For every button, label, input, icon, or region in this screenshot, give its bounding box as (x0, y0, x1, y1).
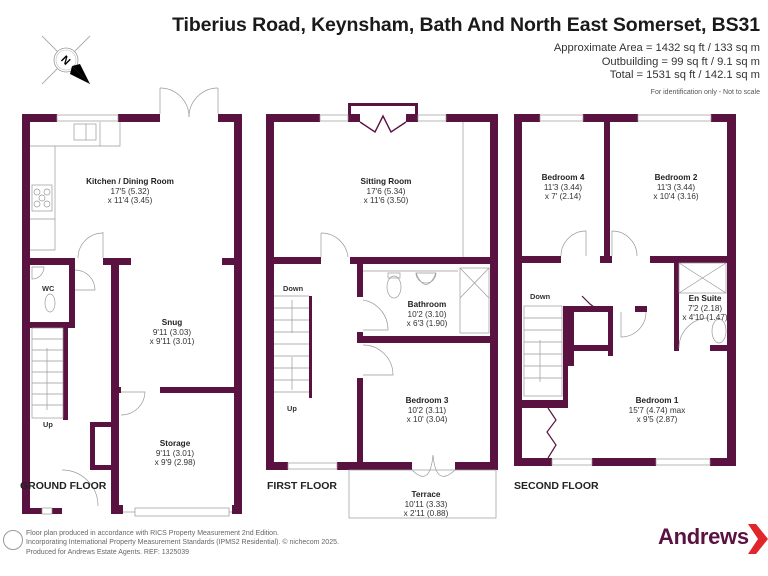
room-name: Terrace (411, 490, 441, 499)
room-kitchen-dining: Kitchen / Dining Room 17'5 (5.32) x 11'4… (86, 177, 174, 206)
room-dimension-1: 10'11 (3.33) (404, 499, 448, 509)
room-bedroom-4: Bedroom 4 11'3 (3.44) x 7' (2.14) (542, 173, 585, 202)
room-wc-label: WC (42, 284, 55, 293)
room-dimension-2: x 10'4 (3.16) (653, 192, 699, 202)
room-dimension-2: x 11'4 (3.45) (107, 196, 153, 206)
room-dimension-1: 10'2 (3.11) (407, 405, 447, 415)
room-dimension-2: x 6'3 (1.90) (406, 319, 448, 329)
outbuilding-area: Outbuilding = 99 sq ft / 9.1 sq m (601, 55, 760, 68)
footer-line-2: Incorporating International Property Mea… (26, 539, 339, 547)
logo-arrow-icon (748, 524, 768, 554)
room-name: Bedroom 4 (541, 173, 585, 182)
ground-floor-label: GROUND FLOOR (20, 480, 107, 492)
total-area: Total = 1531 sq ft / 142.1 sq m (609, 69, 760, 81)
footer-line-1: Floor plan produced in accordance with R… (26, 530, 279, 537)
room-name: Snug (161, 318, 183, 327)
room-dimension-2: x 11'6 (3.50) (363, 196, 409, 206)
room-dimension-1: 7'2 (2.18) (687, 303, 723, 313)
room-snug: Snug 9'11 (3.03) x 9'11 (3.01) (150, 318, 195, 347)
room-name: Bedroom 1 (635, 396, 679, 405)
second-floor-plan (514, 114, 736, 466)
stairs-up-label: Up (287, 404, 297, 413)
room-dimension-1: 11'3 (3.44) (543, 182, 583, 192)
stairs-up-label: Up (43, 420, 53, 429)
andrews-logo: Andrews (658, 524, 749, 550)
room-dimension-2: x 9'11 (3.01) (149, 337, 195, 347)
room-dimension-2: x 7' (2.14) (544, 192, 582, 202)
footer-line-3: Produced for Andrews Estate Agents. REF:… (26, 548, 190, 556)
second-floor-fixtures (523, 114, 727, 466)
room-dimension-1: 10'2 (3.10) (407, 309, 447, 319)
logo-text: Andrews (658, 524, 749, 549)
property-title: Tiberius Road, Keynsham, Bath And North … (172, 14, 760, 36)
room-bathroom: Bathroom 10'2 (3.10) x 6'3 (1.90) (407, 300, 448, 329)
room-storage: Storage 9'11 (3.01) x 9'9 (2.98) (155, 439, 196, 468)
room-dimension-1: 9'11 (3.03) (152, 327, 192, 337)
room-dimension-1: 9'11 (3.01) (155, 448, 195, 458)
disclaimer: For identification only - Not to scale (650, 89, 760, 96)
room-dimension-1: 17'6 (5.34) (366, 186, 406, 196)
room-dimension-2: x 9'9 (2.98) (154, 458, 196, 468)
ground-floor-fixtures (30, 87, 232, 517)
room-name: Bedroom 2 (654, 173, 698, 182)
room-terrace: Terrace 10'11 (3.33) x 2'11 (0.88) (404, 490, 449, 519)
room-dimension-2: x 2'11 (0.88) (403, 509, 449, 519)
room-name: Bathroom (407, 300, 447, 309)
room-dimension-2: x 10' (3.04) (406, 415, 448, 425)
footer-notes: Floor plan produced in accordance with R… (26, 529, 339, 557)
compass-north-icon: N (41, 35, 91, 85)
room-bedroom-1: Bedroom 1 15'7 (4.74) max x 9'5 (2.87) (629, 396, 686, 425)
room-dimension-2: x 9'5 (2.87) (636, 415, 678, 425)
room-en-suite: En Suite 7'2 (2.18) x 4'10 (1.47) (682, 294, 727, 323)
room-name: Bedroom 3 (405, 396, 449, 405)
measurement-standard-icon (3, 530, 23, 550)
first-floor-fixtures (274, 114, 497, 519)
room-name: En Suite (688, 294, 722, 303)
approximate-area: Approximate Area = 1432 sq ft / 133 sq m (553, 42, 760, 54)
stairs-down-label: Down (283, 284, 304, 293)
room-bedroom-2: Bedroom 2 11'3 (3.44) x 10'4 (3.16) (653, 173, 698, 202)
stairs-down-label: Down (530, 292, 551, 301)
room-name: Sitting Room (360, 177, 412, 186)
room-bedroom-3: Bedroom 3 10'2 (3.11) x 10' (3.04) (406, 396, 449, 425)
room-name: Kitchen / Dining Room (86, 177, 174, 186)
first-floor-label: FIRST FLOOR (267, 480, 337, 492)
room-dimension-1: 15'7 (4.74) max (628, 405, 686, 415)
ground-floor-plan (22, 114, 242, 514)
area-summary: Approximate Area = 1432 sq ft / 133 sq m… (554, 42, 760, 83)
room-sitting-room: Sitting Room 17'6 (5.34) x 11'6 (3.50) (361, 177, 412, 206)
room-dimension-1: 11'3 (3.44) (656, 182, 696, 192)
room-name: Storage (159, 439, 191, 448)
second-floor-label: SECOND FLOOR (514, 480, 599, 492)
room-dimension-1: 17'5 (5.32) (110, 186, 150, 196)
room-dimension-2: x 4'10 (1.47) (682, 313, 728, 323)
first-floor-plan (266, 103, 498, 470)
